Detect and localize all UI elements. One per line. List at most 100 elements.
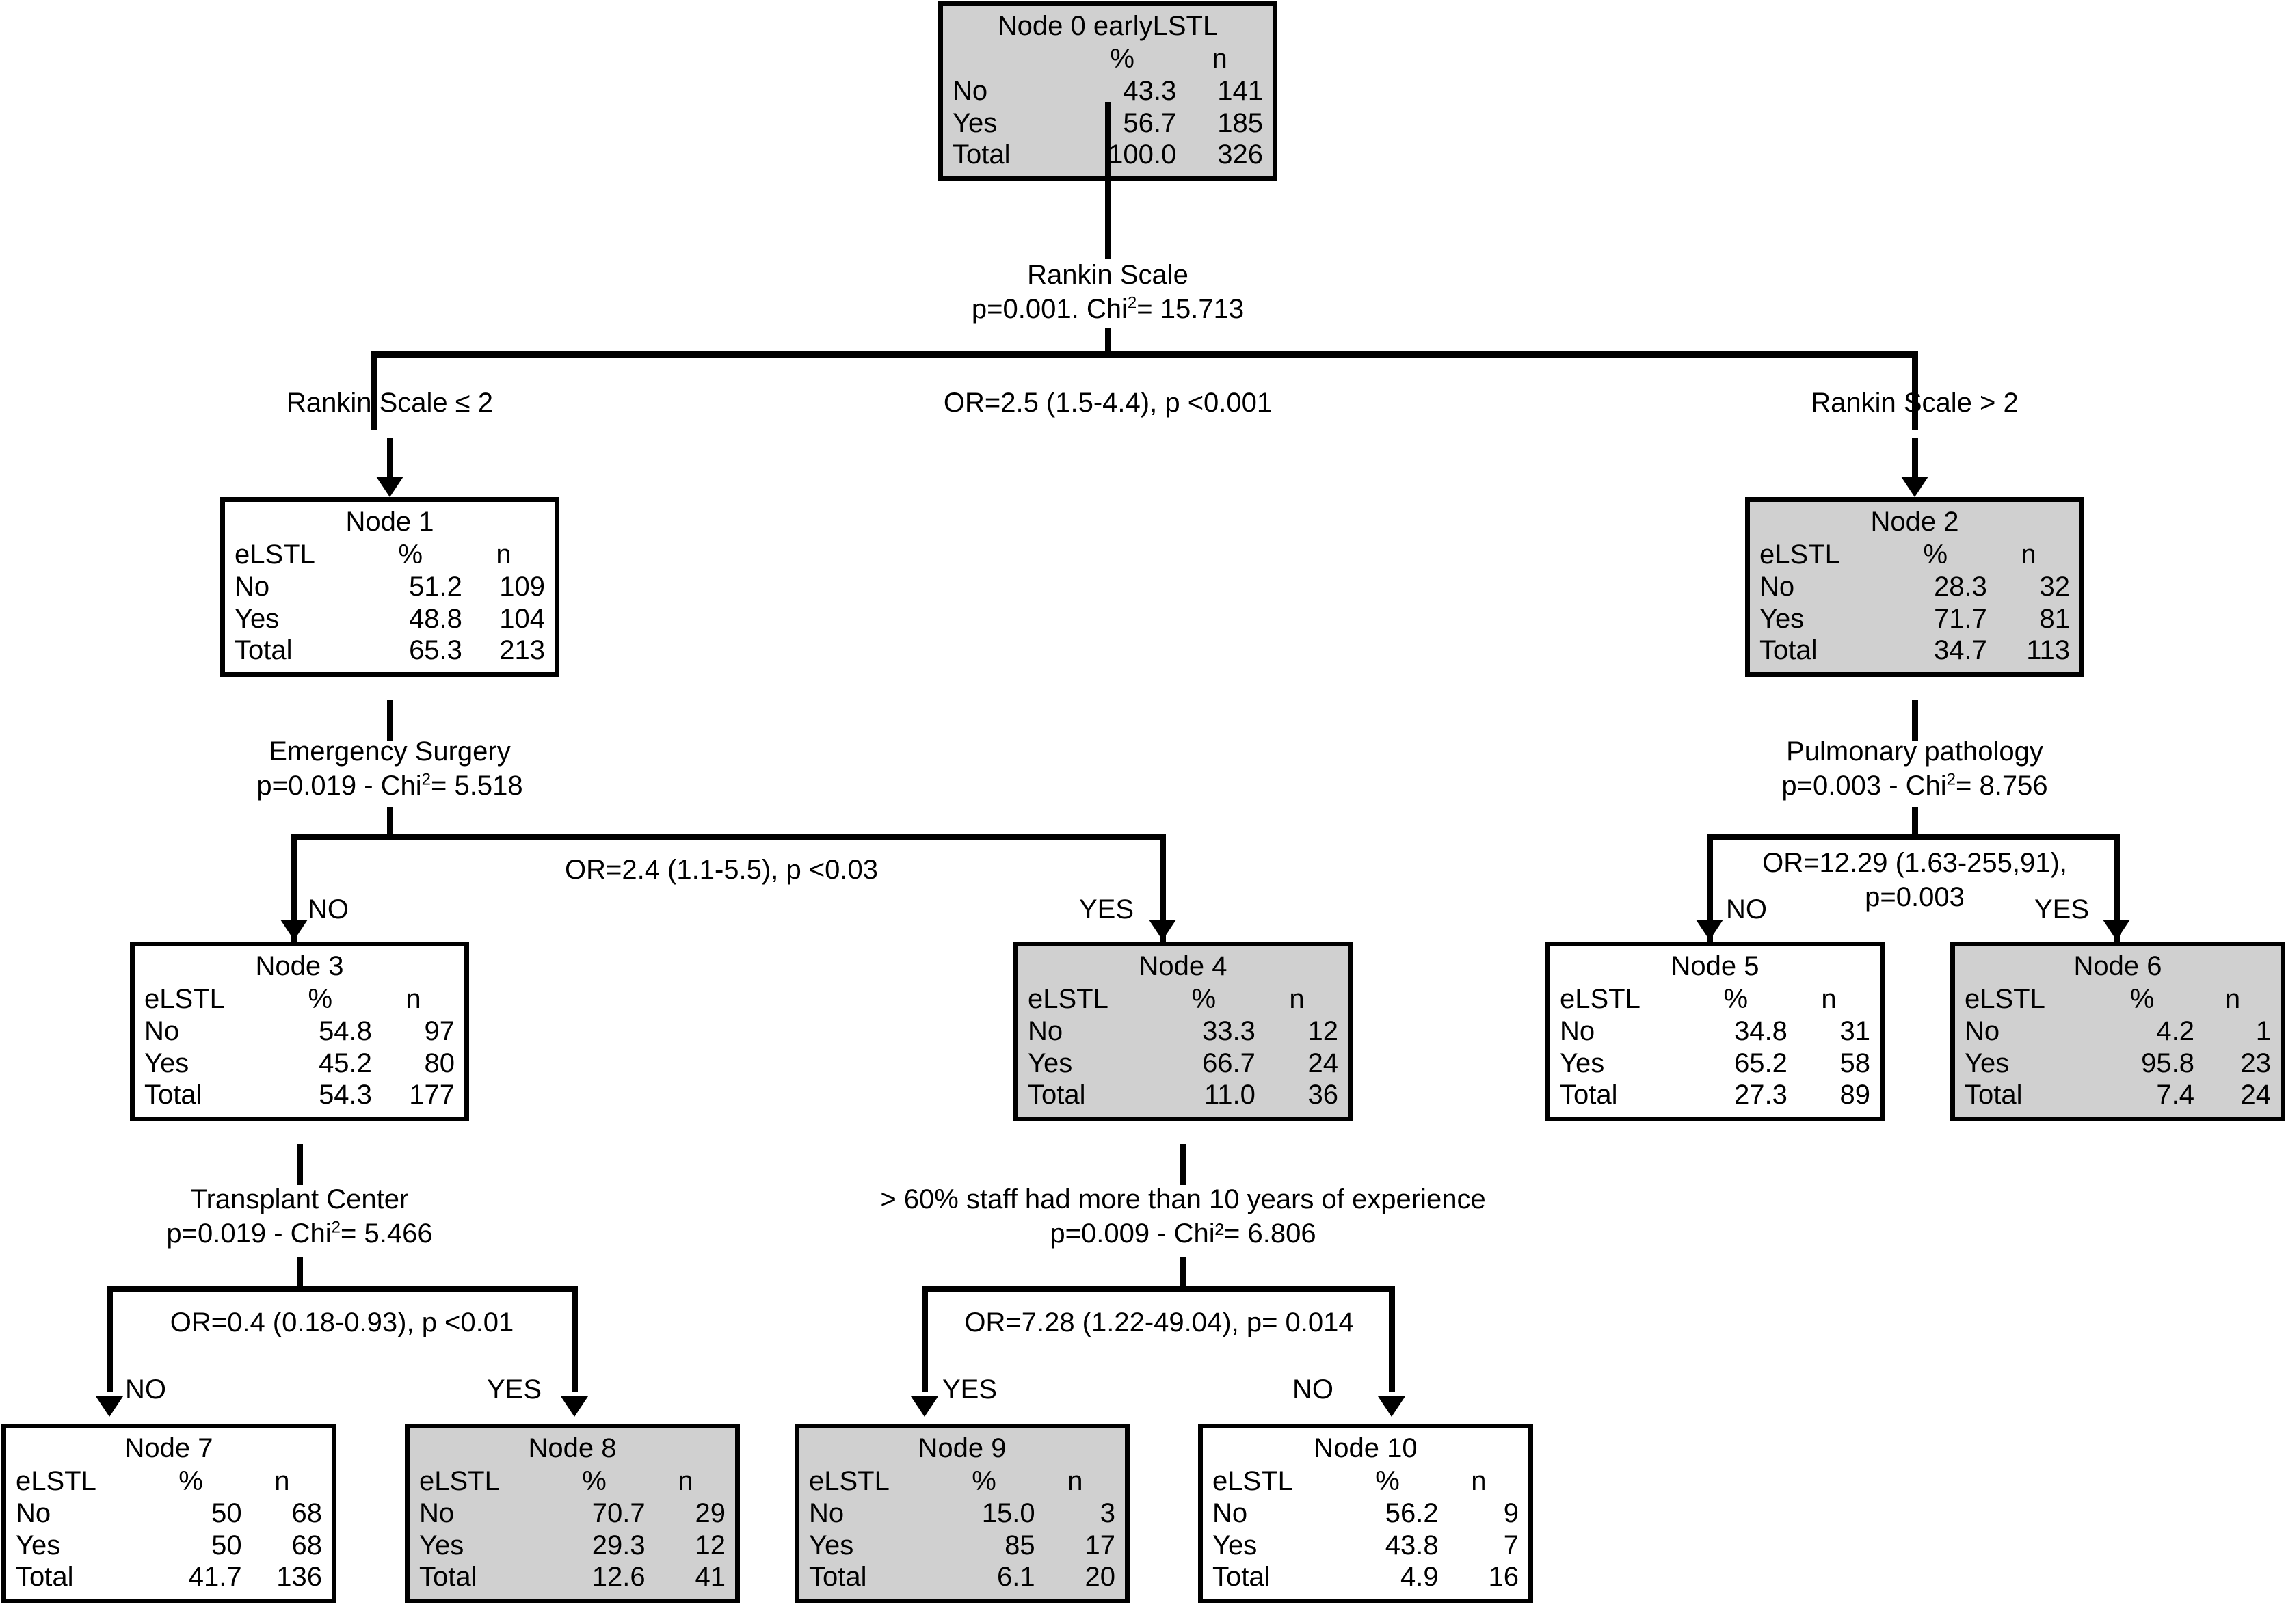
split-label-pulmonary-stat: p=0.003 - Chi2= 8.756 (1781, 770, 2048, 801)
row-label: No (953, 75, 988, 106)
connector-pulmonary-crossbar (1710, 834, 2116, 840)
node-table-header: eLSTL%n (1028, 983, 1338, 1015)
row-count: 24 (2240, 1080, 2272, 1110)
branch-label-pulmonary-yes: YES (2034, 894, 2090, 924)
row-label: Total (1560, 1080, 1618, 1110)
branch-label-emergency-yes: YES (1079, 894, 1134, 924)
row-label: Yes (235, 603, 280, 634)
odds-ratio-emergency: OR=2.4 (1.1-5.5), p <0.03 (564, 855, 879, 885)
col-header-category: eLSTL (235, 540, 315, 570)
row-count: 29 (695, 1497, 726, 1528)
row-count: 213 (499, 635, 545, 666)
col-header-percent: % (1110, 44, 1134, 74)
odds-ratio-transplant: OR=0.4 (0.18-0.93), p <0.01 (170, 1307, 514, 1337)
row-count: 81 (2039, 603, 2071, 634)
row-count: 58 (1839, 1048, 1871, 1078)
row-count: 20 (1085, 1562, 1116, 1593)
col-header-percent: % (972, 1466, 996, 1496)
split-label-transplant-stat: p=0.019 - Chi2= 5.466 (166, 1218, 433, 1249)
row-count: 41 (695, 1562, 726, 1593)
arrow-to-node9 (911, 1396, 938, 1417)
row-percent: 54.3 (319, 1080, 372, 1110)
odds-ratio-pulmonary-line2: p=0.003 (1865, 882, 1965, 912)
connector-pulmonary-stem (1912, 807, 1918, 834)
node-title: Node 6 (2073, 951, 2162, 981)
row-percent: 65.2 (1734, 1048, 1787, 1078)
row-percent: 4.2 (2156, 1015, 2194, 1046)
branch-label-transplant-yes: YES (487, 1374, 542, 1405)
col-header-count: n (2224, 984, 2241, 1014)
connector-experience-left (922, 1286, 928, 1392)
col-header-category: eLSTL (144, 984, 225, 1014)
row-label: No (1759, 571, 1795, 602)
row-count: 31 (1839, 1015, 1871, 1046)
row-count: 17 (1085, 1530, 1116, 1560)
row-count: 136 (276, 1562, 322, 1593)
col-header-count: n (496, 540, 511, 570)
node-table-header: %n (953, 43, 1263, 75)
row-count: 326 (1217, 139, 1263, 170)
col-header-category: eLSTL (16, 1466, 96, 1496)
row-count: 104 (499, 603, 545, 634)
row-label: Total (419, 1562, 477, 1593)
row-label: No (1212, 1497, 1248, 1528)
col-header-category: eLSTL (809, 1466, 890, 1496)
row-count: 185 (1217, 107, 1263, 138)
split-label-emergency-variable: Emergency Surgery (269, 736, 511, 767)
col-header-percent: % (178, 1466, 203, 1496)
branch-label-emergency-no: NO (308, 894, 349, 924)
row-count: 9 (1503, 1497, 1519, 1528)
col-header-count: n (274, 1466, 290, 1496)
row-percent: 27.3 (1734, 1080, 1787, 1110)
split-label-pulmonary-variable: Pulmonary pathology (1786, 736, 2043, 767)
row-count: 113 (2026, 635, 2070, 666)
row-label: No (1028, 1015, 1063, 1046)
node-table-header: eLSTL%n (1759, 539, 2070, 571)
branch-label-experience-yes: YES (942, 1374, 998, 1405)
node-title: Node 5 (1671, 951, 1759, 981)
col-header-category: eLSTL (1965, 984, 2045, 1014)
row-label: Total (235, 635, 293, 666)
row-label: Total (953, 139, 1011, 170)
row-percent: 95.8 (2141, 1048, 2194, 1078)
node-stats-row: Total 6.1 20 (809, 1561, 1115, 1593)
branch-label-rankin-gt2: Rankin Scale > 2 (1811, 388, 2019, 418)
connector-node4-down (1180, 1144, 1186, 1185)
row-label: Total (1212, 1562, 1271, 1593)
row-label: Total (809, 1562, 867, 1593)
row-percent: 28.3 (1934, 571, 1987, 602)
col-header-count: n (1067, 1466, 1083, 1496)
row-label: Total (1759, 635, 1818, 666)
connector-pulmonary-left (1707, 834, 1713, 944)
row-count: 36 (1307, 1080, 1339, 1110)
row-percent: 29.3 (592, 1530, 646, 1560)
row-percent: 11.0 (1204, 1080, 1255, 1110)
node-table-header: eLSTL% n (809, 1465, 1115, 1497)
node-table-header: eLSTL%n (1212, 1465, 1519, 1497)
row-percent: 6.1 (997, 1562, 1035, 1593)
arrow-to-node1 (376, 477, 403, 497)
row-percent: 50 (211, 1530, 242, 1560)
connector-root-left (371, 351, 377, 430)
row-count: 12 (695, 1530, 726, 1560)
connector-emergency-crossbar (294, 834, 1162, 840)
col-header-percent: % (1191, 984, 1217, 1014)
connector-transplant-left (107, 1286, 113, 1392)
node-title: Node 9 (918, 1433, 1007, 1463)
